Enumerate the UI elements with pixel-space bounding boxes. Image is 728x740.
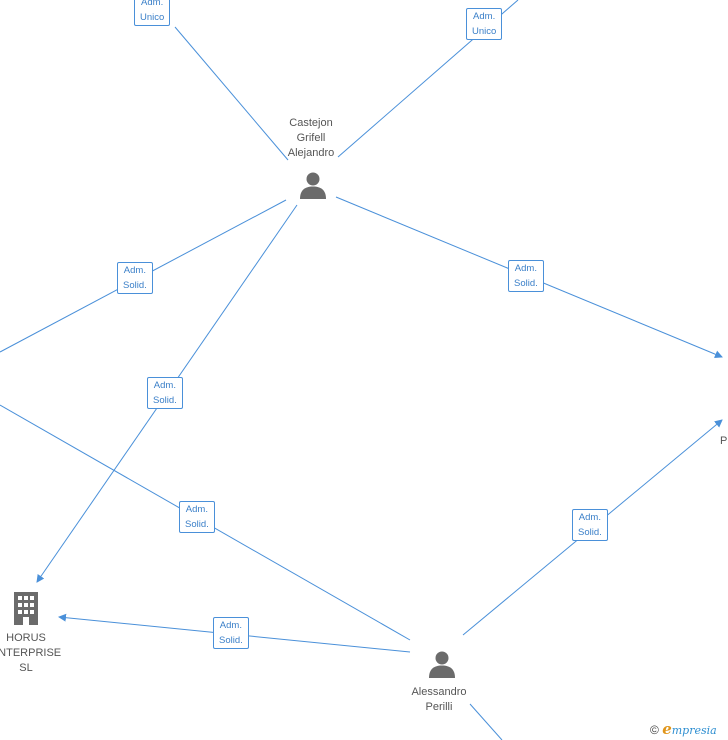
name-line: SL bbox=[19, 662, 33, 674]
name-line: Grifell bbox=[296, 132, 326, 144]
brand-logo: empresia bbox=[662, 720, 717, 738]
edge-label-line: Solid. bbox=[185, 519, 209, 530]
edge-label-line: Adm. bbox=[578, 512, 601, 523]
node-horus-label[interactable]: HORUS ENTERPRISE SL bbox=[0, 631, 66, 676]
name-line: ENTERPRISE bbox=[0, 647, 62, 659]
edge-label-adm-solid[interactable]: Adm. Solid. bbox=[213, 617, 249, 649]
name-line: HORUS bbox=[6, 632, 46, 644]
edge-label-adm-solid[interactable]: Adm. Solid. bbox=[572, 509, 608, 541]
brand-logo-text: mpresia bbox=[671, 724, 717, 737]
copyright-icon: © bbox=[650, 723, 659, 737]
person-icon[interactable] bbox=[427, 650, 457, 678]
edge-label-line: Unico bbox=[140, 12, 165, 23]
edge-label-adm-solid[interactable]: Adm. Solid. bbox=[179, 501, 215, 533]
brand-logo-e: e bbox=[662, 720, 672, 738]
edge-label-line: Adm. bbox=[123, 265, 146, 276]
node-alessandro-label[interactable]: Alessandro Perilli bbox=[398, 685, 480, 715]
edge-label-adm-solid[interactable]: Adm. Solid. bbox=[147, 377, 183, 409]
edge-label-line: Adm. bbox=[514, 263, 537, 274]
edge-label-adm-unico[interactable]: Adm. Unico bbox=[134, 0, 171, 26]
edge-label-line: Solid. bbox=[219, 635, 243, 646]
node-castejon-label[interactable]: Castejon Grifell Alejandro bbox=[270, 116, 352, 161]
name-line: P bbox=[720, 435, 728, 447]
edge-label-adm-unico[interactable]: Adm. Unico bbox=[466, 8, 503, 40]
building-icon[interactable] bbox=[12, 591, 40, 625]
edge-label-line: Solid. bbox=[153, 395, 177, 406]
edge-line bbox=[174, 26, 289, 161]
edge-label-line: Adm. bbox=[141, 0, 164, 8]
brand-footer[interactable]: © empresia bbox=[650, 720, 717, 738]
edge-line bbox=[469, 703, 503, 740]
node-right-partial-label[interactable]: P bbox=[720, 434, 727, 449]
edge-label-line: Solid. bbox=[514, 278, 538, 289]
name-line: Castejon bbox=[289, 117, 333, 129]
edge-label-line: Adm. bbox=[185, 504, 208, 515]
edge-label-line: Unico bbox=[472, 26, 497, 37]
name-line: Alessandro bbox=[411, 686, 467, 698]
edge-label-line: Solid. bbox=[123, 280, 147, 291]
person-icon[interactable] bbox=[298, 171, 328, 199]
edge-label-line: Adm. bbox=[153, 380, 176, 391]
edge-label-adm-solid[interactable]: Adm. Solid. bbox=[508, 260, 544, 292]
edge-label-adm-solid[interactable]: Adm. Solid. bbox=[117, 262, 153, 294]
edge-label-line: Adm. bbox=[219, 620, 242, 631]
name-line: Perilli bbox=[425, 701, 453, 713]
edge-label-line: Adm. bbox=[473, 11, 496, 22]
name-line: Alejandro bbox=[287, 147, 335, 159]
edge-label-line: Solid. bbox=[578, 527, 602, 538]
